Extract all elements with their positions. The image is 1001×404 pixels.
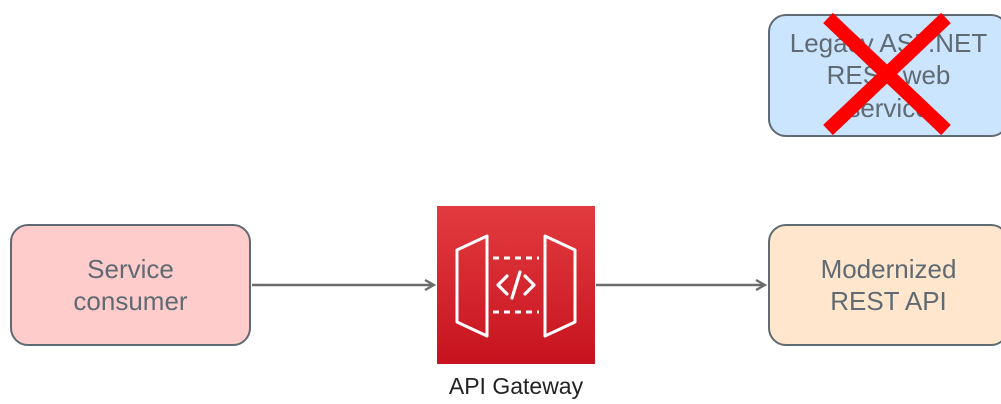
legacy-label-line-2: REST web	[826, 60, 951, 91]
modernized-label-line-1: Modernized	[820, 253, 957, 284]
service-consumer-node: Service consumer	[10, 224, 251, 346]
modernized-label-line-2: REST API	[830, 286, 947, 316]
service-consumer-label-line-2: consumer	[73, 286, 188, 316]
modernized-rest-api-node: Modernized REST API	[768, 224, 1001, 346]
api-gateway-icon	[437, 206, 595, 364]
service-consumer-label-line-1: Service	[87, 253, 174, 284]
legacy-service-node: Legacy ASP.NET REST web service	[768, 14, 1001, 137]
api-gateway-label: API Gateway	[448, 373, 584, 399]
legacy-label-line-1: Legacy ASP.NET	[789, 28, 988, 59]
legacy-label-line-3: service	[847, 92, 930, 123]
